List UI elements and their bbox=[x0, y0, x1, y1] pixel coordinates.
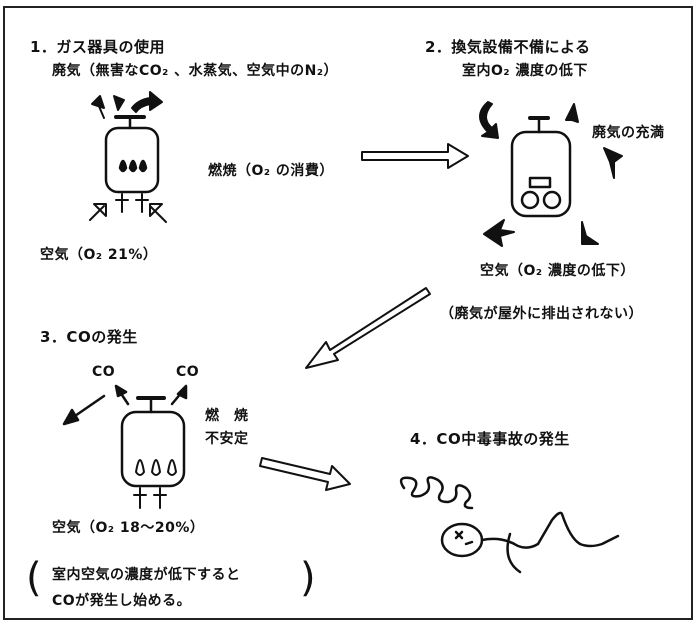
diagram-frame bbox=[3, 6, 693, 620]
step1-intake-arrows bbox=[89, 193, 167, 223]
step3-note-line2: COが発生し始める。 bbox=[52, 593, 192, 609]
arrow-step2-to-step3 bbox=[305, 287, 431, 369]
arrow-step1-to-step2 bbox=[361, 143, 469, 169]
note-close-paren: ) bbox=[300, 555, 316, 601]
step1-exhaust-arrows bbox=[91, 91, 163, 119]
step3-combustion-2: 不安定 bbox=[205, 431, 249, 447]
step2-exhaust-full-label: 廃気の充満 bbox=[592, 125, 665, 141]
step1-combustion-label: 燃焼（O₂ の消費） bbox=[208, 163, 334, 179]
step1-gas-appliance bbox=[104, 115, 160, 194]
step2-exhaust-arrows bbox=[479, 101, 623, 247]
step2-o2-drop-label: 室内O₂ 濃度の低下 bbox=[462, 63, 588, 79]
step2-title: 2．換気設備不備による bbox=[425, 38, 591, 56]
step3-air-label: 空気（O₂ 18〜20%） bbox=[52, 520, 205, 536]
step3-intake-arrows bbox=[133, 487, 167, 509]
step4-title: 4．CO中毒事故の発生 bbox=[410, 430, 570, 448]
step1-title: 1．ガス器具の使用 bbox=[30, 38, 165, 56]
step1-air-label: 空気（O₂ 21%） bbox=[40, 247, 158, 263]
step2-air-label: 空気（O₂ 濃度の低下） bbox=[480, 263, 635, 279]
step3-co-right: CO bbox=[176, 364, 200, 380]
step1-exhaust-label: 廃気（無害なCO₂ 、水蒸気、空気中のN₂） bbox=[52, 63, 339, 79]
step3-combustion-1: 燃 焼 bbox=[205, 408, 249, 424]
step3-note-line1: 室内空気の濃度が低下すると bbox=[52, 567, 241, 583]
step4-collapsed-person bbox=[399, 476, 620, 574]
note-open-paren: ( bbox=[26, 555, 42, 601]
step3-co-left: CO bbox=[92, 364, 116, 380]
step3-co-arrows bbox=[62, 384, 188, 426]
step2-gas-appliance bbox=[510, 116, 572, 218]
step3-title: 3．COの発生 bbox=[40, 328, 138, 346]
arrow-step3-to-step4 bbox=[259, 457, 351, 491]
step3-gas-appliance bbox=[120, 396, 186, 488]
step2-note: （廃気が屋外に排出されない） bbox=[440, 306, 643, 322]
